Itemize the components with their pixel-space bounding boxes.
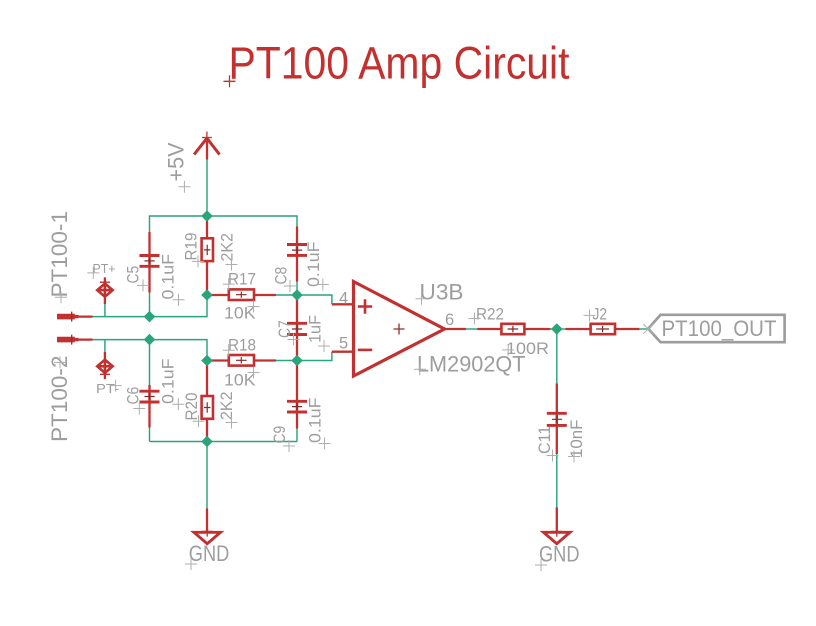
svg-text:PT-: PT- bbox=[96, 381, 119, 396]
svg-text:10nF: 10nF bbox=[568, 420, 586, 459]
svg-text:GND: GND bbox=[189, 541, 230, 566]
svg-text:0.1uF: 0.1uF bbox=[305, 242, 323, 288]
svg-text:PT100 Amp Circuit: PT100 Amp Circuit bbox=[229, 38, 570, 89]
svg-text:LM2902QT: LM2902QT bbox=[417, 352, 526, 377]
svg-text:5: 5 bbox=[339, 335, 348, 353]
svg-text:C5: C5 bbox=[125, 266, 143, 284]
svg-text:+5V: +5V bbox=[164, 143, 189, 182]
svg-text:J2: J2 bbox=[593, 306, 608, 324]
svg-text:C6: C6 bbox=[125, 387, 143, 405]
svg-text:C7: C7 bbox=[276, 320, 294, 338]
svg-text:R19: R19 bbox=[183, 233, 201, 261]
svg-text:2K2: 2K2 bbox=[218, 392, 236, 421]
svg-text:GND: GND bbox=[539, 542, 580, 567]
svg-text:PT100_OUT: PT100_OUT bbox=[662, 316, 777, 341]
svg-text:C11: C11 bbox=[536, 426, 554, 454]
svg-text:PT100-1: PT100-1 bbox=[47, 211, 72, 298]
svg-text:4: 4 bbox=[339, 290, 348, 308]
svg-text:0.1uF: 0.1uF bbox=[307, 398, 325, 444]
svg-text:10K: 10K bbox=[224, 371, 256, 389]
svg-text:R20: R20 bbox=[183, 393, 201, 421]
svg-text:6: 6 bbox=[445, 311, 454, 329]
svg-text:100R: 100R bbox=[506, 340, 549, 358]
svg-text:2K2: 2K2 bbox=[219, 233, 237, 262]
svg-text:C8: C8 bbox=[273, 267, 291, 285]
svg-text:C9: C9 bbox=[271, 426, 289, 444]
svg-text:0.1uF: 0.1uF bbox=[160, 359, 178, 405]
svg-text:U3B: U3B bbox=[420, 280, 464, 305]
svg-text:R17: R17 bbox=[228, 270, 256, 288]
svg-text:1uF: 1uF bbox=[307, 315, 325, 343]
svg-text:R22: R22 bbox=[476, 306, 504, 324]
svg-text:10K: 10K bbox=[224, 305, 256, 323]
svg-text:PT+: PT+ bbox=[93, 261, 116, 276]
svg-text:0.1uF: 0.1uF bbox=[160, 254, 178, 300]
svg-text:R18: R18 bbox=[228, 336, 256, 354]
svg-text:PT100-2: PT100-2 bbox=[47, 356, 72, 443]
